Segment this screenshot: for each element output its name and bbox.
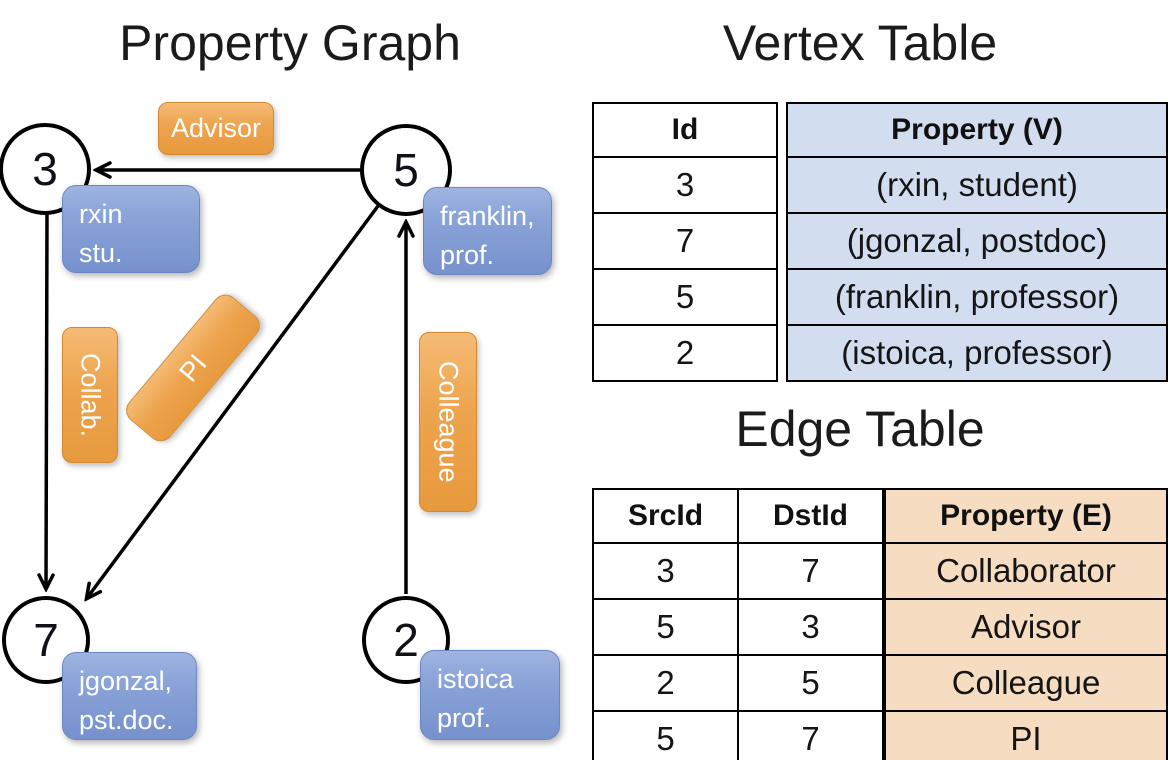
node-id-label: 2: [393, 614, 419, 666]
node-id-label: 3: [32, 143, 58, 195]
vertex-card-istoica: istoica prof.: [420, 650, 560, 740]
vertex-table-id-column: Id 3 7 5 2: [592, 102, 778, 382]
edge-srcid-header: SrcId: [592, 488, 739, 544]
vertex-id-cell: 2: [592, 324, 778, 382]
edge-property-cell: Colleague: [884, 654, 1168, 712]
edge-srcid-cell: 2: [592, 654, 739, 712]
vertex-card-franklin: franklin, prof.: [423, 187, 552, 275]
edge-dstid-cell: 3: [737, 598, 884, 656]
vertex-property-cell: (jgonzal, postdoc): [786, 212, 1168, 270]
edge-srcid-cell: 5: [592, 598, 739, 656]
vertex-table-property-column: Property (V) (rxin, student) (jgonzal, p…: [786, 102, 1168, 382]
graph-title: Property Graph: [119, 15, 461, 71]
edge-label-advisor: Advisor: [158, 102, 274, 155]
vertex-table-title: Vertex Table: [722, 15, 998, 71]
vertex-property-cell: (rxin, student): [786, 156, 1168, 214]
vertex-property-cell: (istoica, professor): [786, 324, 1168, 382]
vertex-id-cell: 7: [592, 212, 778, 270]
vertex-card-line: istoica: [437, 664, 514, 694]
graph-node-5: 5: [360, 124, 452, 216]
vertex-id-cell: 3: [592, 156, 778, 214]
edge-srcid-cell: 3: [592, 542, 739, 600]
edge-label-colleague: Colleague: [419, 332, 477, 512]
vertex-id-cell: 5: [592, 268, 778, 326]
edge-property-header: Property (E): [884, 488, 1168, 544]
edge-property-cell: PI: [884, 710, 1168, 760]
edge-srcid-cell: 5: [592, 710, 739, 760]
vertex-card-line: prof.: [440, 240, 495, 271]
vertex-id-header: Id: [592, 102, 778, 158]
edge-table-title: Edge Table: [735, 401, 985, 457]
edge-dstid-cell: 5: [737, 654, 884, 712]
edge-table-id-columns: SrcId DstId 3 7 5 3 2 5 5 7: [592, 488, 884, 760]
edge-dstid-header: DstId: [737, 488, 884, 544]
edge-property-cell: Collaborator: [884, 542, 1168, 600]
vertex-card-line: rxin: [79, 199, 123, 229]
edge-dstid-cell: 7: [737, 542, 884, 600]
vertex-card-line: franklin,: [440, 201, 535, 231]
vertex-property-header: Property (V): [786, 102, 1168, 158]
node-id-label: 5: [393, 144, 419, 196]
edge-dstid-cell: 7: [737, 710, 884, 760]
vertex-card-line: jgonzal,: [79, 666, 173, 696]
edge-table-property-column: Property (E) Collaborator Advisor Collea…: [884, 488, 1168, 760]
graph-panel: Property Graph 3 5 7 2 Advisor Col: [0, 0, 580, 760]
vertex-property-cell: (franklin, professor): [786, 268, 1168, 326]
edge-3-to-7-collab: [46, 212, 47, 588]
vertex-card-jgonzal: jgonzal, pst.doc.: [62, 652, 197, 740]
edge-property-cell: Advisor: [884, 598, 1168, 656]
graph-edges: [0, 0, 580, 760]
node-id-label: 7: [33, 614, 59, 666]
vertex-card-line: stu.: [79, 238, 123, 269]
vertex-card-line: prof.: [437, 703, 492, 734]
graph-node-2: 2: [362, 596, 450, 684]
edge-5-to-7-pi: [87, 204, 380, 598]
vertex-card-line: pst.doc.: [79, 705, 174, 736]
vertex-card-rxin: rxin stu.: [62, 185, 200, 273]
edge-label-collab: Collab.: [62, 327, 118, 463]
